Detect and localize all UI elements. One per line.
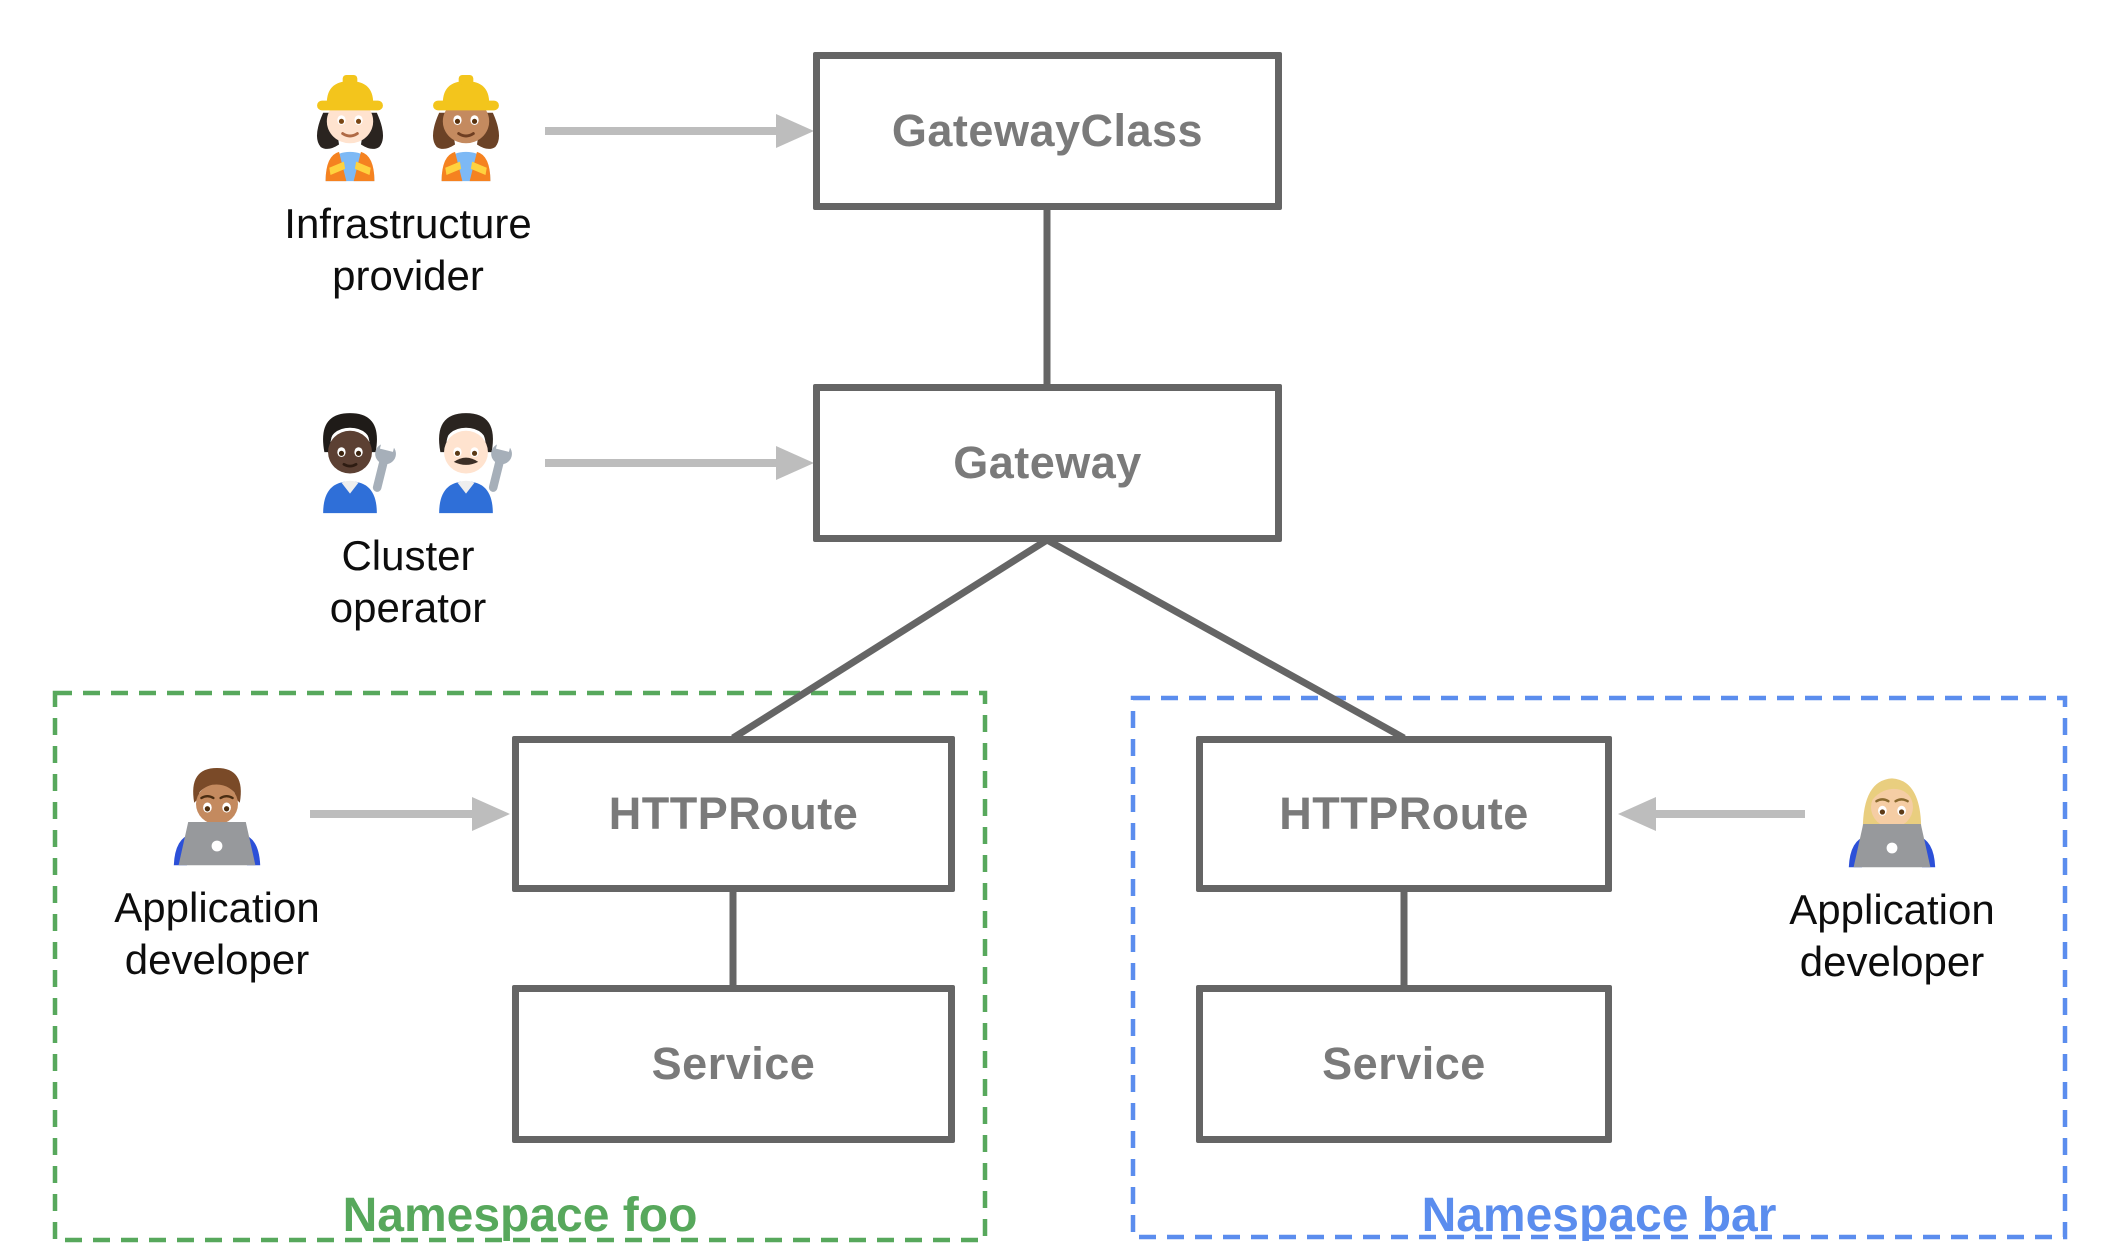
person-mechanic-dark-skin-emoji <box>323 413 396 514</box>
infrastructure-provider-persona: Infrastructure provider <box>248 64 568 302</box>
application-developer-foo-label: Application developer <box>114 884 320 983</box>
namespace-foo-boundary <box>52 690 988 1243</box>
service-foo-label: Service <box>651 1038 816 1089</box>
woman-construction-worker-light-skin-emoji <box>316 74 384 182</box>
httproute-bar-node: HTTPRoute <box>1196 736 1612 892</box>
namespace-bar-label: Namespace bar <box>1421 1189 1777 1242</box>
man-mechanic-light-skin-emoji <box>439 413 512 514</box>
application-developer-foo-persona: Application developer <box>77 750 357 986</box>
httproute-foo-label: HTTPRoute <box>608 788 859 839</box>
httproute-foo-node: HTTPRoute <box>512 736 955 892</box>
service-bar-label: Service <box>1322 1038 1486 1089</box>
gatewayclass-label: GatewayClass <box>891 105 1204 156</box>
cluster-operator-persona: Cluster operator <box>288 396 528 634</box>
connector-gateway-httproute-bar <box>1045 536 1406 742</box>
arrow-app-developer-bar-head <box>1618 797 1656 831</box>
application-developer-bar-persona: Application developer <box>1752 752 2032 988</box>
woman-technologist-emoji <box>1848 778 1936 868</box>
infrastructure-provider-label: Infrastructure provider <box>284 200 532 299</box>
gateway-label: Gateway <box>953 437 1142 488</box>
gateway-node: Gateway <box>813 384 1282 542</box>
application-developer-bar-label: Application developer <box>1789 886 1995 985</box>
arrow-infrastructure-provider-head <box>776 114 814 148</box>
gatewayclass-node: GatewayClass <box>813 52 1282 210</box>
arrow-cluster-operator-head <box>776 446 814 480</box>
arrow-app-developer-foo-head <box>472 797 510 831</box>
namespace-foo-label: Namespace foo <box>342 1189 698 1242</box>
httproute-bar-label: HTTPRoute <box>1279 788 1529 839</box>
service-bar-node: Service <box>1196 985 1612 1143</box>
man-technologist-emoji <box>173 768 261 866</box>
connector-gateway-httproute-foo <box>731 537 1049 741</box>
cluster-operator-label: Cluster operator <box>329 532 487 631</box>
namespace-bar-boundary <box>1130 695 2068 1240</box>
woman-construction-worker-medium-skin-emoji <box>432 74 500 182</box>
service-foo-node: Service <box>512 985 955 1143</box>
